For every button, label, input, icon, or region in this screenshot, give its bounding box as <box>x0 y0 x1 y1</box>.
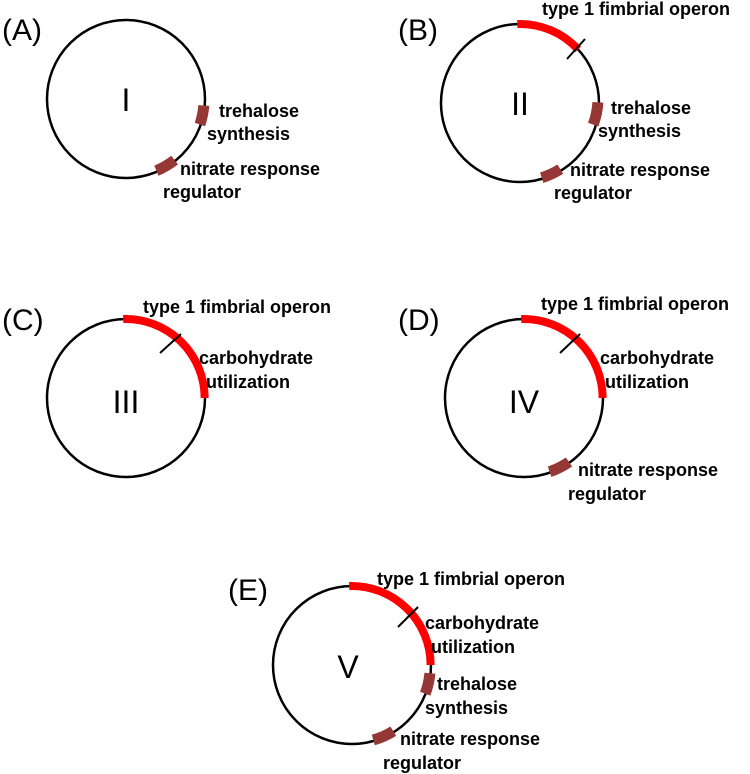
panel-c: (C) III type 1 fimbrial operon carbohydr… <box>2 297 331 479</box>
carbohydrate-label-c-2: utilization <box>206 372 290 392</box>
fimbrial-label-c: type 1 fimbrial operon <box>143 297 331 317</box>
fimbrial-label-d: type 1 fimbrial operon <box>541 294 729 314</box>
plasmid-a-numeral: I <box>122 82 131 118</box>
nitrate-label-d-1: nitrate response <box>578 460 718 480</box>
plasmid-c-numeral: III <box>113 384 140 420</box>
trehalose-label-b-1: trehalose <box>611 98 691 118</box>
nitrate-gene-a <box>154 155 178 176</box>
fimbrial-operon-b <box>517 19 582 53</box>
plasmid-d-numeral: IV <box>509 384 540 420</box>
fimbrial-carbohydrate-e <box>349 581 435 666</box>
carbohydrate-label-e-1: carbohydrate <box>425 613 539 633</box>
operon-boundary-b <box>566 38 586 60</box>
panel-d: (D) IV type 1 fimbrial operon carbohydra… <box>398 294 729 504</box>
nitrate-label-a-2: regulator <box>163 182 241 202</box>
carbohydrate-label-e-2: utilization <box>431 637 515 657</box>
carbohydrate-label-d-1: carbohydrate <box>600 348 714 368</box>
panel-a: (A) I trehalose synthesis nitrate respon… <box>2 14 320 202</box>
nitrate-label-b-2: regulator <box>554 183 632 203</box>
carbohydrate-label-d-2: utilization <box>605 372 689 392</box>
panel-c-letter: (C) <box>2 304 44 337</box>
nitrate-label-e-2: regulator <box>383 753 461 773</box>
trehalose-label-b-2: synthesis <box>598 121 681 141</box>
nitrate-gene-d <box>547 457 573 477</box>
nitrate-label-d-2: regulator <box>568 484 646 504</box>
trehalose-gene-e <box>419 672 436 696</box>
operon-boundary-c <box>159 333 182 354</box>
nitrate-label-e-1: nitrate response <box>400 729 540 749</box>
fimbrial-label-e: type 1 fimbrial operon <box>377 569 565 589</box>
carbohydrate-label-c-1: carbohydrate <box>199 348 313 368</box>
panel-b-letter: (B) <box>398 14 438 47</box>
fimbrial-label-b: type 1 fimbrial operon <box>542 0 730 19</box>
fimbrial-carbohydrate-c <box>123 314 209 399</box>
panel-e-letter: (E) <box>228 574 268 607</box>
nitrate-label-a-1: nitrate response <box>180 159 320 179</box>
trehalose-label-e-1: trehalose <box>437 674 517 694</box>
operon-boundary-e <box>397 606 419 628</box>
plasmid-e-numeral: V <box>337 649 359 685</box>
plasmid-a-ring <box>45 18 207 180</box>
trehalose-label-e-2: synthesis <box>425 698 508 718</box>
plasmid-b-numeral: II <box>511 86 529 122</box>
panel-a-letter: (A) <box>2 14 42 47</box>
nitrate-label-b-1: nitrate response <box>570 160 710 180</box>
panel-b: (B) II type 1 fimbrial operon trehalose … <box>398 0 730 203</box>
nitrate-gene-b <box>539 164 564 183</box>
operon-boundary-d <box>559 333 581 354</box>
trehalose-gene-a <box>194 104 210 127</box>
panel-d-letter: (D) <box>398 304 440 337</box>
nitrate-gene-e <box>371 726 397 746</box>
trehalose-label-a-2: synthesis <box>207 124 290 144</box>
trehalose-gene-b <box>587 101 604 127</box>
trehalose-label-a-1: trehalose <box>219 101 299 121</box>
fimbrial-carbohydrate-d <box>521 314 607 399</box>
panel-e: (E) V type 1 fimbrial operon carbohydrat… <box>228 569 565 773</box>
